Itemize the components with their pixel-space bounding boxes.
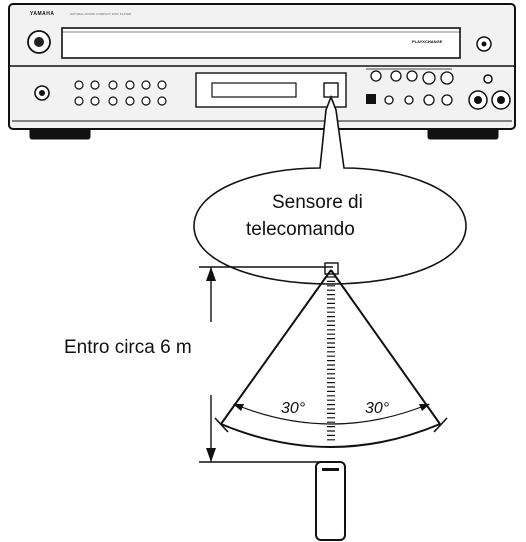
angle-arc: [233, 403, 430, 425]
transport-buttons: [370, 70, 454, 106]
angle-arrow-left: [233, 404, 244, 411]
fan-left-edge: [220, 269, 332, 425]
disc-tray: [61, 27, 461, 59]
power-button: [27, 30, 51, 54]
cd-player: [8, 3, 516, 140]
fan-right-edge: [330, 269, 441, 425]
angle-label-left: 30°: [281, 400, 306, 417]
fan-outer-arc: [220, 423, 441, 448]
disc-skip-knob: [34, 85, 50, 101]
sensor-callout: [193, 94, 467, 285]
front-panel-text: NATURAL SOUND COMPACT DISC PLAYER: [70, 12, 132, 16]
angle-arrow-right: [419, 404, 430, 411]
callout-line-2: telecomando: [246, 219, 355, 240]
distance-dimension: [199, 266, 333, 463]
range-fan: [214, 262, 448, 448]
disc-buttons: [74, 80, 167, 106]
callout-line-1: Sensore di: [272, 192, 363, 213]
sensor-icon: [324, 262, 339, 275]
volume-knobs: [468, 74, 511, 110]
open-close-button: [476, 36, 492, 52]
brand-logo-text: YAMAHA: [30, 11, 55, 17]
remote-control: [315, 461, 346, 541]
angle-label-right: 30°: [365, 400, 390, 417]
distance-label: Entro circa 6 m: [64, 337, 192, 358]
model-label: PLAYXCHANGE: [412, 39, 443, 44]
